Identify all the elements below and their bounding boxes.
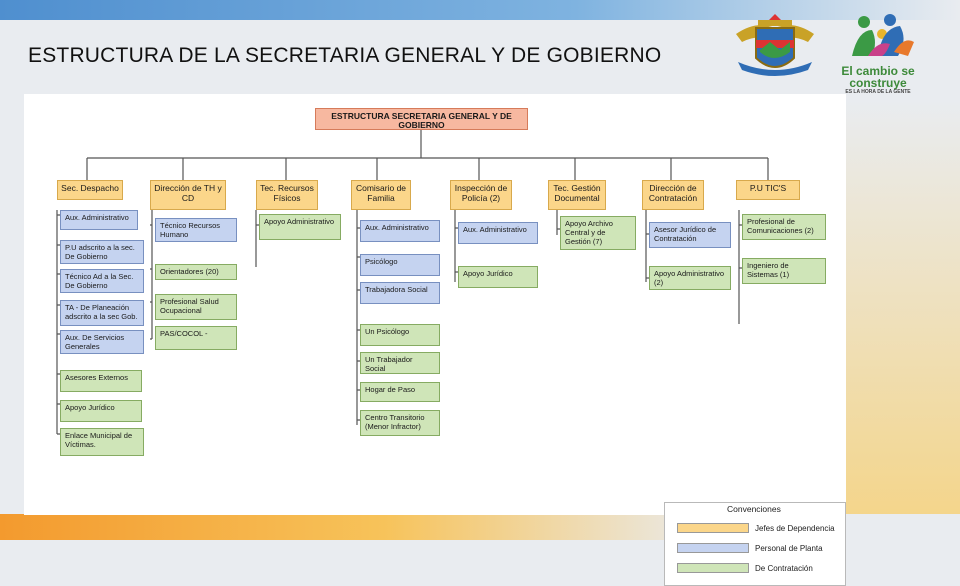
campaign-logo-slogan: ES LA HORA DE LA GENTE [845, 89, 911, 95]
node-apoyo-administrativo-dc: Apoyo Administrativo (2) [649, 266, 731, 290]
municipal-seal-logo [728, 12, 822, 82]
head-direccion-th: Dirección de TH y CD [150, 180, 226, 210]
head-comisario-familia: Comisario de Familia [351, 180, 411, 210]
legend-swatch-jefes [677, 523, 749, 533]
legend-swatch-planta [677, 543, 749, 553]
node-enlace-victimas: Enlace Municipal de Víctimas. [60, 428, 144, 456]
legend-label-contratacion: De Contratación [755, 564, 813, 573]
node-apoyo-juridico-ip: Apoyo Jurídico [458, 266, 538, 288]
slide-title: ESTRUCTURA DE LA SECRETARIA GENERAL Y DE… [28, 44, 662, 67]
campaign-logo-text: El cambio se construye [841, 64, 915, 90]
node-pu-adscrito: P.U adscrito a la sec. De Gobierno [60, 240, 144, 264]
node-hogar-de-paso: Hogar de Paso [360, 382, 440, 402]
node-un-trabajador-social: Un Trabajador Social [360, 352, 440, 374]
legend-label-planta: Personal de Planta [755, 544, 823, 553]
node-apoyo-administrativo-rf: Apoyo Administrativo [259, 214, 341, 240]
org-chart-connectors [56, 130, 769, 435]
node-ingeniero-sistemas: Ingeniero de Sistemas (1) [742, 258, 826, 284]
node-profesional-comunicaciones: Profesional de Comunicaciones (2) [742, 214, 826, 240]
node-tecnico-ad: Técnico Ad a la Sec. De Gobierno [60, 269, 144, 293]
node-trabajadora-social: Trabajadora Social [360, 282, 440, 304]
node-pas-cocol: PAS/COCOL - [155, 326, 237, 350]
node-centro-transitorio: Centro Transitorio (Menor Infractor) [360, 410, 440, 436]
head-direccion-contratacion: Dirección de Contratación [642, 180, 704, 210]
node-apoyo-archivo-central: Apoyo Archivo Central y de Gestión (7) [560, 216, 636, 250]
head-inspeccion-policia: Inspección de Policía (2) [450, 180, 512, 210]
node-aux-administrativo: Aux. Administrativo [60, 210, 138, 230]
node-psicologo: Psicólogo [360, 254, 440, 276]
node-asesor-juridico-contratacion: Asesor Jurídico de Contratación [649, 222, 731, 248]
legend: Convenciones Jefes de Dependencia Person… [664, 502, 846, 586]
legend-title: Convenciones [727, 504, 781, 514]
org-chart-panel: ESTRUCTURA SECRETARIA GENERAL Y DE GOBIE… [24, 94, 846, 586]
node-ta-planeacion: TA - De Planeación adscrito a la sec Gob… [60, 300, 144, 326]
decor-top-stripe [0, 0, 960, 20]
head-tec-recursos-fisicos: Tec. Recursos Físicos [256, 180, 318, 210]
head-tec-gestion-documental: Tec. Gestión Documental [548, 180, 606, 210]
node-apoyo-juridico: Apoyo Jurídico [60, 400, 142, 422]
node-aux-administrativo-cf: Aux. Administrativo [360, 220, 440, 242]
node-profesional-salud: Profesional Salud Ocupacional [155, 294, 237, 320]
node-aux-servicios-generales: Aux. De Servicios Generales [60, 330, 144, 354]
node-aux-administrativo-ip: Aux. Administrativo [458, 222, 538, 244]
head-sec-despacho: Sec. Despacho [57, 180, 123, 200]
node-orientadores: Orientadores (20) [155, 264, 237, 280]
legend-label-jefes: Jefes de Dependencia [755, 524, 835, 533]
org-chart-root: ESTRUCTURA SECRETARIA GENERAL Y DE GOBIE… [315, 108, 528, 130]
node-tecnico-recursos-humano: Técnico Recursos Humano [155, 218, 237, 242]
decor-right-gradient [840, 100, 960, 520]
node-asesores-externos: Asesores Externos [60, 370, 142, 392]
campaign-logo: El cambio se construye ES LA HORA DE LA … [838, 12, 918, 95]
node-un-psicologo: Un Psicólogo [360, 324, 440, 346]
legend-swatch-contratacion [677, 563, 749, 573]
head-pu-tics: P.U TIC'S [736, 180, 800, 200]
